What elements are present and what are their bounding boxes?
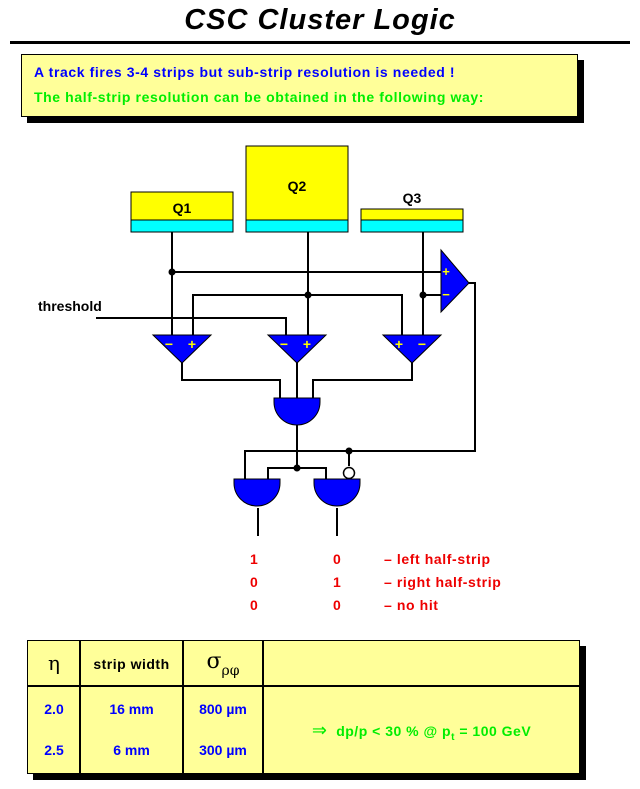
wire-comp3-out [312,362,413,398]
truth-desc: – left half-strip [384,551,491,567]
strip-width-value: 6 mm [113,742,150,758]
column-divider [262,641,264,773]
minus-sign: − [418,336,426,352]
sigma-subscript: ρφ [221,663,240,679]
minus-sign: − [280,336,288,352]
plus-sign: + [442,264,450,279]
header-eta: η [48,651,60,675]
resolution-table: η strip width σρφ 2.0 16 mm 800 µm 2.5 6… [27,640,580,774]
junction-dot [419,291,427,299]
minus-sign: − [442,287,450,302]
eta-value: 2.5 [44,742,64,758]
header-sigma: σρφ [184,649,262,679]
comparator-left: − + [151,334,213,364]
truth-desc: – right half-strip [384,574,502,590]
strip-q2-label: Q2 [288,178,307,194]
junctions [168,268,427,472]
result-subscript: t [451,731,455,743]
result-text: dp/p < 30 % @ p [336,723,452,739]
truth-desc: – no hit [384,597,439,613]
cluster-logic-diagram: Q1 Q2 Q3 threshold − + − + + − + − [38,145,476,536]
plus-sign: + [188,336,196,352]
comparator-middle: − + [266,334,328,364]
plus-sign: + [395,336,403,352]
strip-q1-label: Q1 [173,200,192,216]
strip-q2: Q2 [245,145,349,233]
wire-comp1-out [181,362,281,398]
wire-q2-bus [192,294,403,335]
page-title: CSC Cluster Logic [184,4,456,36]
and-gate-right [313,478,361,507]
column-divider [79,641,81,773]
comparator-side: + − [440,248,470,314]
intro-line-1: A track fires 3-4 strips but sub-strip r… [34,64,456,80]
inverter-bubble [342,466,356,480]
strip-width-value: 16 mm [109,701,154,717]
implies-arrow: ⇒ [311,720,328,741]
wires [96,232,476,536]
strip-q1: Q1 [130,191,234,233]
sigma-value: 800 µm [199,701,247,717]
sigma-value: 300 µm [199,742,247,758]
threshold-label: threshold [38,298,102,314]
truth-a: 1 [250,551,259,567]
truth-a: 0 [250,597,259,613]
junction-dot [293,464,301,472]
momentum-resolution-result: ⇒ dp/p < 30 % @ pt = 100 GeV [264,720,579,743]
header-divider [28,685,579,687]
title-rule [10,41,630,44]
sigma-symbol: σ [206,649,222,674]
truth-b: 0 [333,551,342,567]
junction-dot [168,268,176,276]
minus-sign: − [165,336,173,352]
and-gate-left [233,478,281,507]
result-tail: = 100 GeV [454,723,532,739]
strip-q3: Q3 [360,190,464,233]
wire-threshold [96,317,287,335]
junction-dot [345,447,353,455]
column-divider [182,641,184,773]
junction-dot [304,291,312,299]
truth-b: 1 [333,574,342,590]
strip-q3-label: Q3 [403,190,422,206]
plus-sign: + [303,336,311,352]
intro-box: A track fires 3-4 strips but sub-strip r… [21,54,578,117]
truth-a: 0 [250,574,259,590]
intro-line-2: The half-strip resolution can be obtaine… [34,89,485,105]
and-gate-local-max [273,397,321,426]
comparator-right: + − [381,334,443,364]
truth-b: 0 [333,597,342,613]
wire-side-out [244,282,476,479]
header-strip-width: strip width [93,656,170,672]
eta-value: 2.0 [44,701,64,717]
